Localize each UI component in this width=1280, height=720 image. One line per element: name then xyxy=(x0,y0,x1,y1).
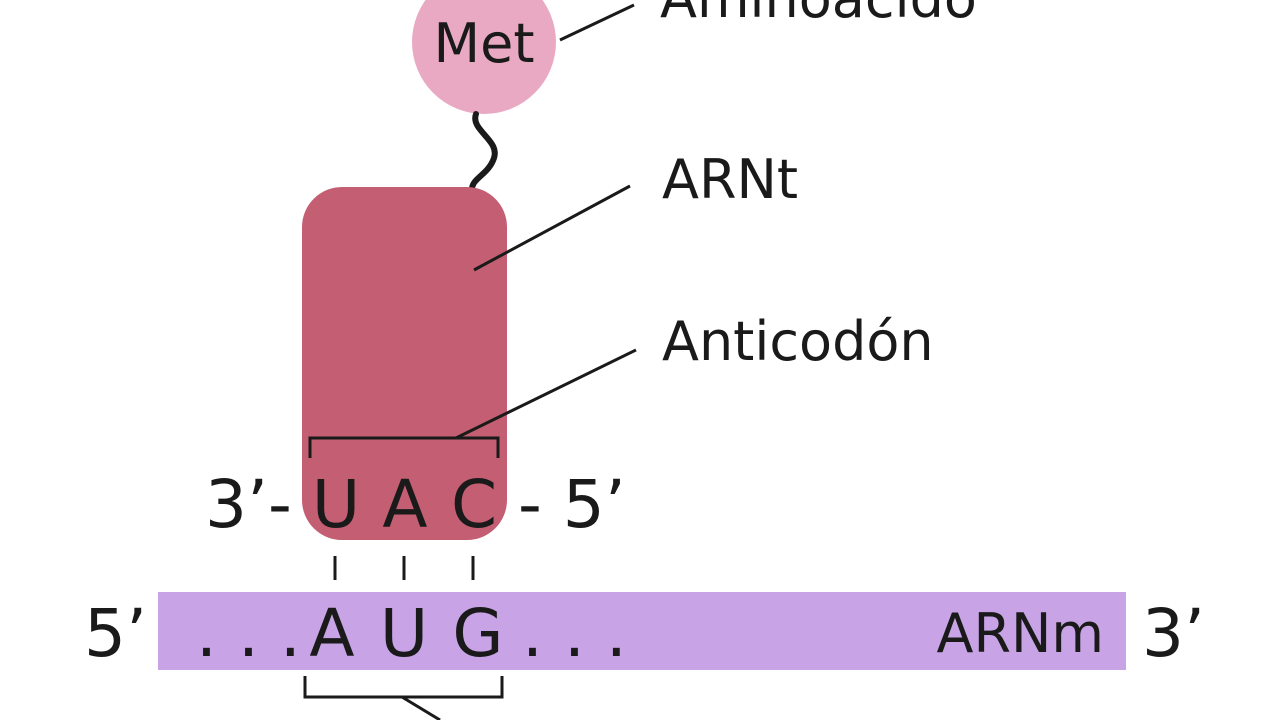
codon-bracket xyxy=(303,676,504,699)
mrna-base: G xyxy=(452,595,503,672)
aminoacid-label: Aminoácido xyxy=(660,0,977,30)
trna-base: U xyxy=(312,466,360,543)
trna-base: A xyxy=(382,466,427,543)
mrna-base: U xyxy=(380,595,428,672)
mrna-strip xyxy=(158,592,1126,670)
trna-right-end: - 5’ xyxy=(518,466,626,543)
anticodon-label: Anticodón xyxy=(662,310,934,373)
mrna-trailing-dots: . . . xyxy=(522,595,627,672)
linker-squiggle xyxy=(468,111,498,195)
aminoacid-leader-line xyxy=(559,3,635,42)
amino-acid-circle xyxy=(412,0,556,114)
trna-base: C xyxy=(451,466,497,543)
trna-left-end: 3’- xyxy=(205,466,292,543)
anticodon-bracket xyxy=(308,436,500,458)
mrna-right-end: 3’ xyxy=(1142,595,1205,672)
trna-leader-line xyxy=(473,184,631,272)
mrna-label: ARNm xyxy=(937,602,1104,665)
amino-acid-name: Met xyxy=(434,12,535,75)
trna-label: ARNt xyxy=(662,148,798,211)
codon-leader-line xyxy=(401,695,441,720)
mrna-leading-dots: . . . xyxy=(196,595,301,672)
mrna-left-end: 5’ xyxy=(84,595,147,672)
trna-body xyxy=(302,187,507,540)
anticodon-leader-line xyxy=(455,348,637,440)
mrna-base: A xyxy=(309,595,354,672)
